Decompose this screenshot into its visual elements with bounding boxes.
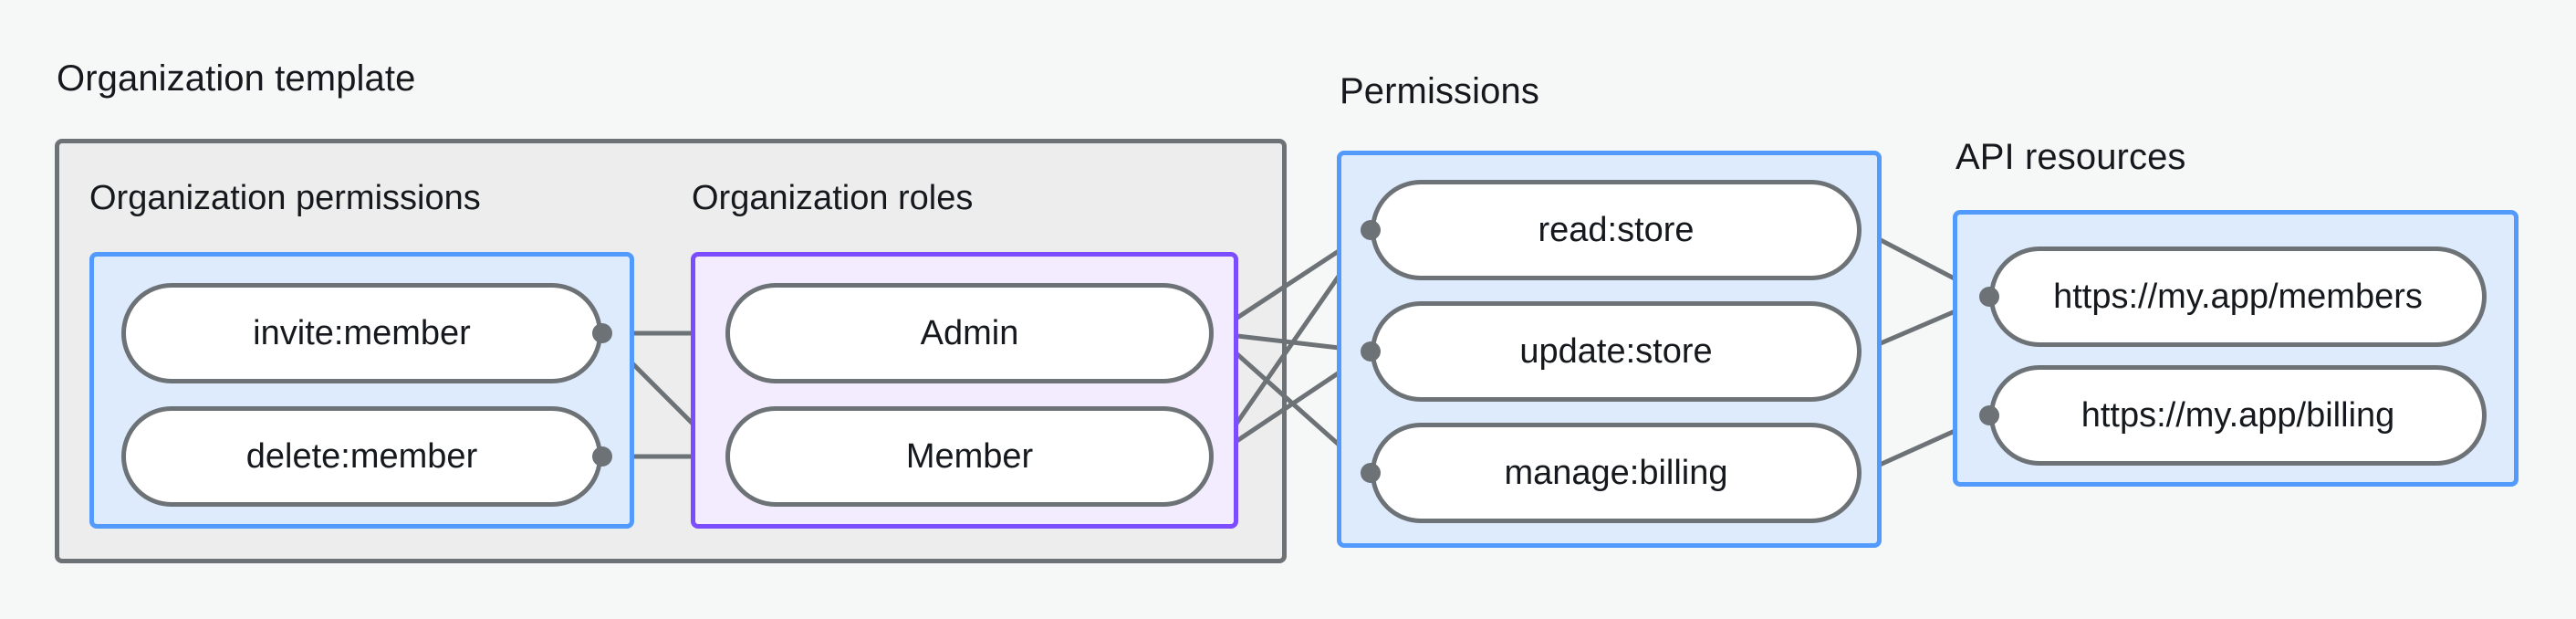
node-admin-label: Admin: [920, 313, 1019, 352]
node-delete-member-label: delete:member: [245, 436, 478, 476]
node-update-store-label: update:store: [1519, 331, 1713, 371]
port-dot-delete-member: [592, 446, 612, 467]
node-invite-member[interactable]: invite:member: [121, 283, 602, 383]
port-dot-my-app-billing: [1979, 405, 1999, 425]
node-member-label: Member: [905, 436, 1034, 476]
group-title-permissions: Permissions: [1340, 71, 1539, 111]
node-manage-billing[interactable]: manage:billing: [1371, 423, 1862, 523]
node-read-store-label: read:store: [1538, 210, 1695, 249]
node-my-app-members[interactable]: https://my.app/members: [1989, 247, 2487, 347]
port-dot-invite-member: [592, 323, 612, 343]
node-my-app-billing-label: https://my.app/billing: [2081, 395, 2395, 435]
port-dot-update-store: [1361, 341, 1381, 362]
node-read-store[interactable]: read:store: [1371, 180, 1862, 280]
node-update-store[interactable]: update:store: [1371, 301, 1862, 402]
group-title-organization-template: Organization template: [57, 58, 416, 99]
group-title-api-resources: API resources: [1955, 137, 2186, 177]
node-my-app-members-label: https://my.app/members: [2053, 277, 2423, 316]
node-invite-member-label: invite:member: [253, 313, 471, 352]
node-member[interactable]: Member: [725, 406, 1214, 507]
node-delete-member[interactable]: delete:member: [121, 406, 602, 507]
node-my-app-billing[interactable]: https://my.app/billing: [1989, 365, 2487, 466]
subgroup-title-organization-roles: Organization roles: [692, 179, 974, 217]
node-manage-billing-label: manage:billing: [1504, 453, 1728, 492]
port-dot-read-store: [1361, 220, 1381, 240]
port-dot-my-app-members: [1979, 287, 1999, 307]
node-admin[interactable]: Admin: [725, 283, 1214, 383]
port-dot-manage-billing: [1361, 463, 1381, 483]
subgroup-title-organization-permissions: Organization permissions: [89, 179, 481, 217]
